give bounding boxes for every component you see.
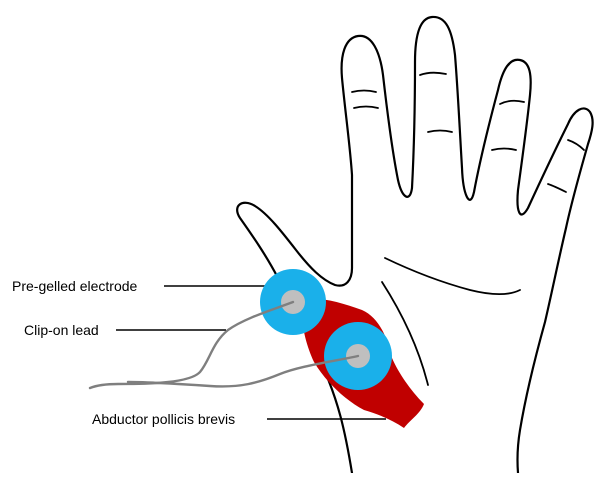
finger-crease	[568, 140, 584, 150]
finger-crease	[548, 184, 566, 192]
electrode-label: Pre-gelled electrode	[12, 279, 137, 293]
finger-crease	[428, 131, 452, 133]
finger-crease	[492, 149, 516, 151]
finger-crease	[352, 91, 376, 93]
muscle-label: Abductor pollicis brevis	[92, 412, 235, 426]
finger-crease	[354, 107, 378, 109]
finger-crease	[420, 73, 446, 75]
lead-label: Clip-on lead	[24, 323, 99, 337]
clip-on-lead-wire	[90, 302, 293, 388]
palm-crease	[385, 258, 520, 294]
finger-crease	[500, 101, 524, 104]
